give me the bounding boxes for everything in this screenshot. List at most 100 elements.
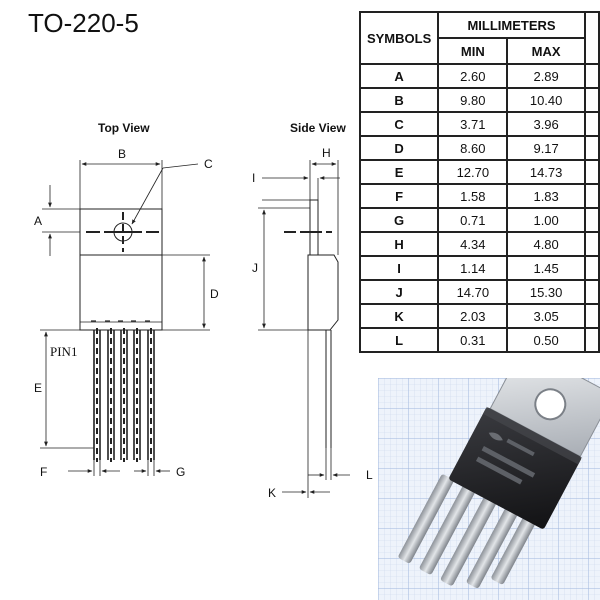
max-cell: 10.40: [506, 87, 586, 113]
max-cell: 14.73: [506, 159, 586, 185]
min-header: MIN: [437, 37, 509, 65]
side-view: [258, 160, 350, 498]
cut-cell: [583, 207, 600, 233]
cut-cell: [583, 183, 600, 209]
max-cell: 2.89: [506, 63, 586, 89]
cut-cell: [583, 159, 600, 185]
dim-label-F: F: [40, 465, 47, 479]
min-cell: 2.60: [437, 63, 509, 89]
top-view: [40, 160, 210, 476]
min-cell: 0.31: [437, 327, 509, 353]
symbols-header: SYMBOLS: [358, 11, 440, 65]
side-view-label: Side View: [290, 121, 346, 135]
photo-lead: [440, 497, 496, 586]
max-cell: 4.80: [506, 231, 586, 257]
max-cell: 3.05: [506, 303, 586, 329]
photo-lead: [466, 508, 517, 588]
min-cell: 0.71: [437, 207, 509, 233]
symbol-cell: D: [358, 135, 440, 161]
dim-label-J: J: [252, 261, 258, 275]
page-title: TO-220-5: [28, 8, 139, 38]
photo-body: [449, 407, 582, 529]
photo-lead: [398, 474, 454, 563]
cut-cell: [583, 255, 600, 281]
dim-label-I: I: [252, 171, 255, 185]
cut-cell: [583, 87, 600, 113]
cut-cell: [583, 279, 600, 305]
max-cell: 1.00: [506, 207, 586, 233]
symbol-cell: H: [358, 231, 440, 257]
symbol-cell: J: [358, 279, 440, 305]
min-cell: 1.14: [437, 255, 509, 281]
table-cut-edge: [583, 11, 600, 65]
symbol-cell: K: [358, 303, 440, 329]
min-cell: 8.60: [437, 135, 509, 161]
cut-cell: [583, 135, 600, 161]
cut-cell: [583, 303, 600, 329]
side-view-tab: [309, 199, 319, 256]
symbol-cell: E: [358, 159, 440, 185]
cut-cell: [583, 327, 600, 353]
max-cell: 1.45: [506, 255, 586, 281]
photo-component: [398, 378, 600, 588]
min-cell: 2.03: [437, 303, 509, 329]
symbol-cell: L: [358, 327, 440, 353]
dim-label-B: B: [118, 147, 126, 161]
max-header: MAX: [506, 37, 586, 65]
cut-cell: [583, 231, 600, 257]
dim-label-L: L: [366, 468, 373, 482]
min-cell: 14.70: [437, 279, 509, 305]
symbol-cell: B: [358, 87, 440, 113]
max-cell: 0.50: [506, 327, 586, 353]
dim-label-K: K: [268, 486, 276, 500]
min-cell: 1.58: [437, 183, 509, 209]
symbol-cell: G: [358, 207, 440, 233]
max-cell: 15.30: [506, 279, 586, 305]
side-view-body: [307, 254, 339, 331]
max-cell: 3.96: [506, 111, 586, 137]
millimeters-header: MILLIMETERS: [437, 11, 586, 39]
st-logo-icon: [488, 432, 503, 441]
max-cell: 9.17: [506, 135, 586, 161]
photo-lead: [419, 485, 475, 575]
pin1-label: PIN1: [50, 344, 77, 359]
symbol-cell: C: [358, 111, 440, 137]
symbol-cell: I: [358, 255, 440, 281]
top-view-leads: [93, 330, 155, 460]
photo-lead: [491, 517, 535, 585]
symbol-cell: F: [358, 183, 440, 209]
component-photo: [378, 378, 600, 600]
max-cell: 1.83: [506, 183, 586, 209]
min-cell: 4.34: [437, 231, 509, 257]
top-view-label: Top View: [98, 121, 150, 135]
symbol-cell: A: [358, 63, 440, 89]
dim-label-E: E: [34, 381, 42, 395]
cut-cell: [583, 63, 600, 89]
photo-tab-hole: [534, 388, 567, 421]
dim-label-A: A: [34, 214, 42, 228]
dim-label-D: D: [210, 287, 219, 301]
min-cell: 9.80: [437, 87, 509, 113]
min-cell: 3.71: [437, 111, 509, 137]
dim-label-C: C: [204, 157, 213, 171]
top-view-body: [79, 254, 163, 331]
min-cell: 12.70: [437, 159, 509, 185]
dim-label-G: G: [176, 465, 185, 479]
dim-label-H: H: [322, 146, 331, 160]
cut-cell: [583, 111, 600, 137]
